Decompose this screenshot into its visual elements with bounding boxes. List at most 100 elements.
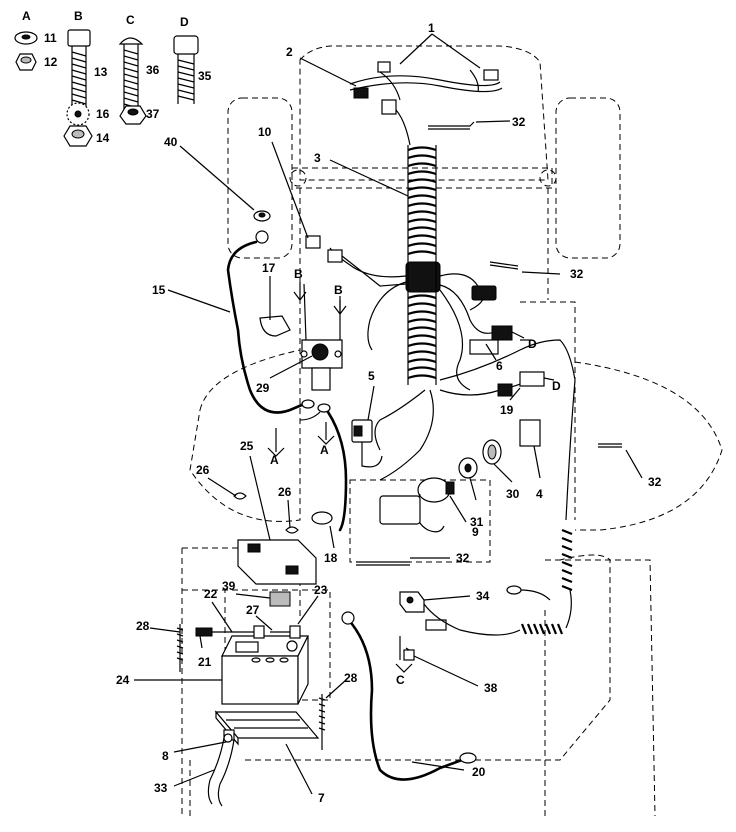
callout-label: 31 xyxy=(470,515,484,529)
part-5 xyxy=(351,419,383,468)
callout-label: 17 xyxy=(262,261,276,275)
front-harness xyxy=(349,61,503,146)
callout-label: 28 xyxy=(136,619,150,633)
callout-label: 32 xyxy=(570,267,584,281)
hardware-legend xyxy=(14,29,199,147)
lock-nut-37 xyxy=(119,105,147,125)
callout-label: 8 xyxy=(162,749,169,763)
callout-label: 32 xyxy=(512,115,526,129)
callout-label: 21 xyxy=(198,655,212,669)
callout-label: 3 xyxy=(314,151,321,165)
callout-label: 33 xyxy=(154,781,168,795)
solenoid-29 xyxy=(300,339,343,391)
callout-label: 5 xyxy=(368,369,375,383)
cable-18 xyxy=(299,403,348,532)
callout-label: 29 xyxy=(256,381,270,395)
harness-coil xyxy=(405,145,441,385)
connector-letter: D xyxy=(528,337,537,351)
header-letter: D xyxy=(180,15,189,29)
callout-label: 14 xyxy=(96,131,110,145)
callout-label: 38 xyxy=(484,681,498,695)
bolt-13 xyxy=(67,29,91,112)
callout-label: 35 xyxy=(198,69,212,83)
nut-12 xyxy=(15,53,37,71)
callout-label: 6 xyxy=(496,359,503,373)
washer-40 xyxy=(253,210,271,222)
callout-label: 24 xyxy=(116,673,130,687)
callout-label: 7 xyxy=(318,791,325,805)
callout-label: 34 xyxy=(476,589,490,603)
callout-label: 23 xyxy=(314,583,328,597)
callout-label: 30 xyxy=(506,487,520,501)
pad-39 xyxy=(269,591,291,607)
callout-label: 26 xyxy=(278,485,292,499)
battery-24 xyxy=(221,635,309,705)
ring-31 xyxy=(458,457,478,479)
connector-markers xyxy=(267,282,555,457)
cable-21-23 xyxy=(195,625,301,639)
part-17 xyxy=(259,315,291,337)
callout-label: 36 xyxy=(146,63,160,77)
connector-letter: C xyxy=(396,673,405,687)
callout-label: 39 xyxy=(222,579,236,593)
fastener-8 xyxy=(223,733,233,743)
callout-label: 15 xyxy=(152,283,166,297)
ring-30 xyxy=(482,439,502,465)
callout-label: 11 xyxy=(44,31,57,45)
leader-lines xyxy=(134,33,643,795)
part-10 xyxy=(305,235,407,287)
bolt-35 xyxy=(173,35,199,104)
rod-28-right xyxy=(318,694,326,750)
connector-letter: A xyxy=(270,453,279,467)
callout-label: 20 xyxy=(472,765,486,779)
callout-label: 4 xyxy=(536,487,543,501)
cable-20 xyxy=(341,611,477,781)
carriage-bolt-36 xyxy=(118,37,144,112)
callout-label: 28 xyxy=(344,671,358,685)
callout-labels: 1 2 3 4 5 6 7 8 9 10 11 12 13 14 15 16 1… xyxy=(44,21,662,805)
washer-16 xyxy=(66,102,90,126)
callout-label: 1 xyxy=(428,21,435,35)
callout-label: 22 xyxy=(204,587,218,601)
callout-label: 25 xyxy=(240,439,254,453)
callout-label: 9 xyxy=(472,525,479,539)
part-38 xyxy=(395,636,415,673)
tractor-outline xyxy=(181,45,723,817)
nut-14 xyxy=(63,125,93,147)
header-letter: C xyxy=(126,13,135,27)
callout-label: 27 xyxy=(246,603,260,617)
rear-harness-34 xyxy=(399,528,573,636)
connector-19 xyxy=(497,371,545,397)
connector-letter: D xyxy=(552,379,561,393)
cable-15 xyxy=(226,230,315,414)
connector-letter-labels: B B A A D D C xyxy=(270,267,561,687)
washer-11 xyxy=(14,31,38,45)
callout-label: 12 xyxy=(44,55,58,69)
connector-letter: B xyxy=(294,267,303,281)
callout-label: 10 xyxy=(258,125,272,139)
callout-label: 2 xyxy=(286,45,293,59)
callout-label: 16 xyxy=(96,107,110,121)
clip-26-left xyxy=(233,492,247,500)
header-letter: A xyxy=(22,9,31,23)
branch-wires xyxy=(329,247,576,521)
callout-label: 37 xyxy=(146,107,160,121)
battery-tray-7 xyxy=(214,710,320,746)
callout-label: 32 xyxy=(456,551,470,565)
header-labels: A B C D xyxy=(22,9,189,29)
connector-letter: B xyxy=(334,283,343,297)
callout-label: 32 xyxy=(648,475,662,489)
header-letter: B xyxy=(74,9,83,23)
module-4 xyxy=(519,419,541,447)
callout-label: 26 xyxy=(196,463,210,477)
callout-label: 13 xyxy=(94,65,108,79)
ignition-switch-9 xyxy=(379,477,455,533)
battery-hold-down-25 xyxy=(237,539,317,585)
connector-6 xyxy=(469,325,525,355)
connector-letter: A xyxy=(320,443,329,457)
callout-label: 19 xyxy=(500,403,514,417)
callout-label: 18 xyxy=(324,551,338,565)
callout-label: 40 xyxy=(164,135,178,149)
